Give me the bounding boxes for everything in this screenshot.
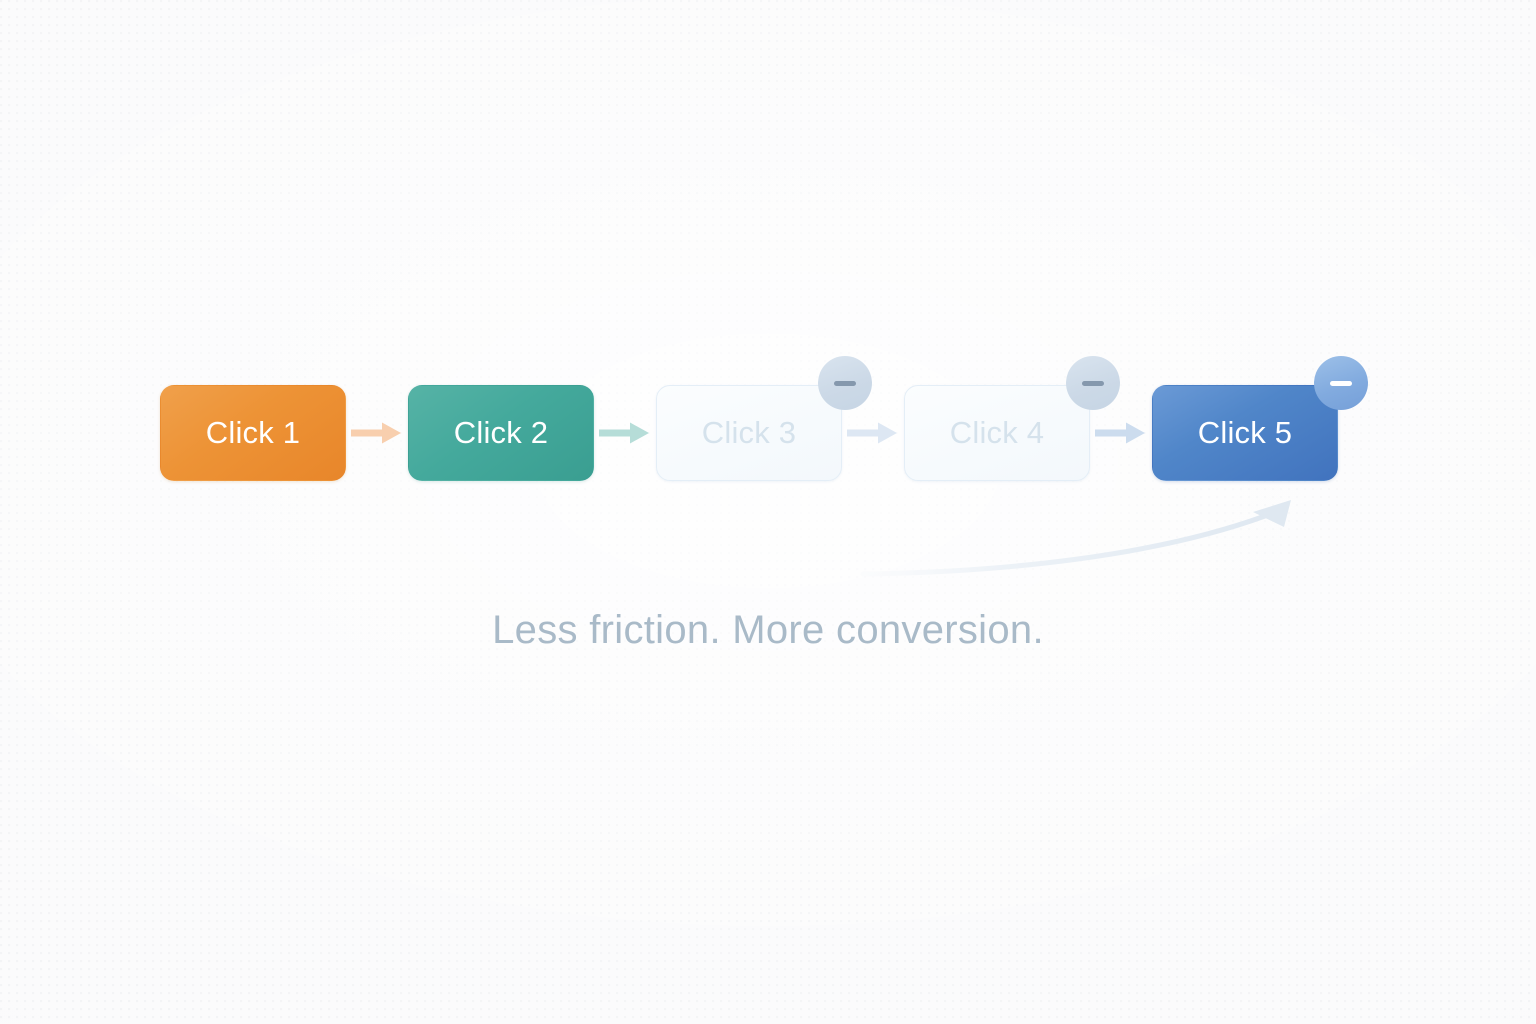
step-box-click-1[interactable]: Click 1 (160, 385, 346, 481)
minus-icon (1330, 380, 1352, 386)
click-flow: Click 1 Click 2 (160, 356, 1376, 481)
remove-badge-click-5[interactable] (1314, 356, 1368, 410)
step-label: Click 4 (949, 415, 1045, 450)
arrow-right-icon (847, 422, 897, 444)
step-box-click-3[interactable]: Click 3 (656, 385, 842, 481)
connector-arrow-4 (1090, 418, 1152, 448)
arrow-right-icon (351, 422, 401, 444)
connector-arrow-1 (346, 418, 408, 448)
step-label: Click 1 (205, 415, 301, 450)
curved-up-arrow-icon (860, 500, 1291, 577)
minus-icon (1082, 380, 1104, 386)
flow-step-click-5[interactable]: Click 5 (1152, 356, 1368, 481)
arrow-right-icon (1095, 422, 1145, 444)
remove-badge-click-4[interactable] (1066, 356, 1120, 410)
step-label: Click 5 (1197, 415, 1293, 450)
caption-text: Less friction. More conversion. (492, 608, 1044, 652)
connector-arrow-3 (842, 418, 904, 448)
step-box-click-4[interactable]: Click 4 (904, 385, 1090, 481)
step-label: Click 3 (701, 415, 797, 450)
flow-step-click-4[interactable]: Click 4 (904, 356, 1120, 481)
flow-step-click-1[interactable]: Click 1 (160, 385, 346, 481)
flow-step-click-2[interactable]: Click 2 (408, 385, 594, 481)
minus-icon (834, 380, 856, 386)
arrow-right-icon (599, 422, 649, 444)
step-label: Click 2 (453, 415, 549, 450)
remove-badge-click-3[interactable] (818, 356, 872, 410)
flow-step-click-3[interactable]: Click 3 (656, 356, 872, 481)
step-box-click-2[interactable]: Click 2 (408, 385, 594, 481)
step-box-click-5[interactable]: Click 5 (1152, 385, 1338, 481)
connector-arrow-2 (594, 418, 656, 448)
